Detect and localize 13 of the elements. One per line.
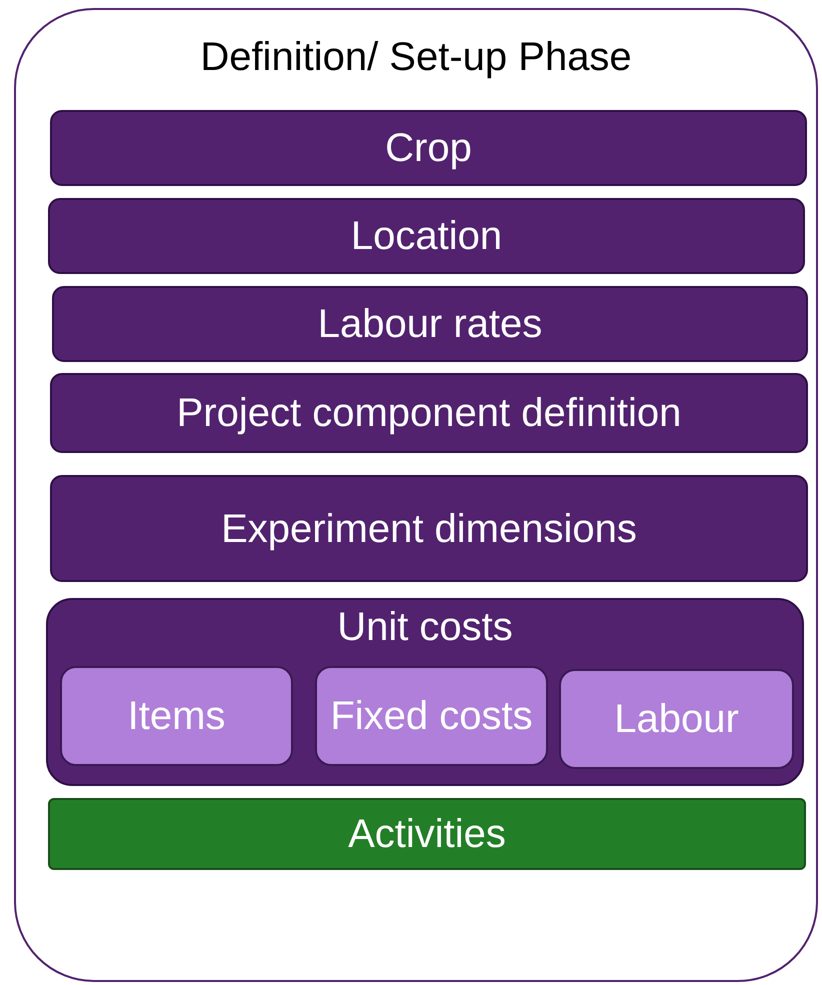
process-box: Experiment dimensions (50, 475, 808, 582)
process-box: Crop (50, 110, 807, 186)
group-title: Unit costs (336, 604, 514, 650)
process-box: Fixed costs (315, 666, 548, 766)
process-box: Labour rates (52, 286, 808, 362)
process-box: Activities (48, 798, 806, 870)
process-box: Location (48, 198, 805, 274)
process-box: Labour (559, 669, 794, 769)
phase-title: Definition/ Set-up Phase (199, 34, 633, 80)
process-box: Project component definition (50, 373, 808, 453)
group-box (46, 598, 804, 786)
phase-panel (14, 8, 818, 982)
process-box: Items (60, 666, 293, 766)
